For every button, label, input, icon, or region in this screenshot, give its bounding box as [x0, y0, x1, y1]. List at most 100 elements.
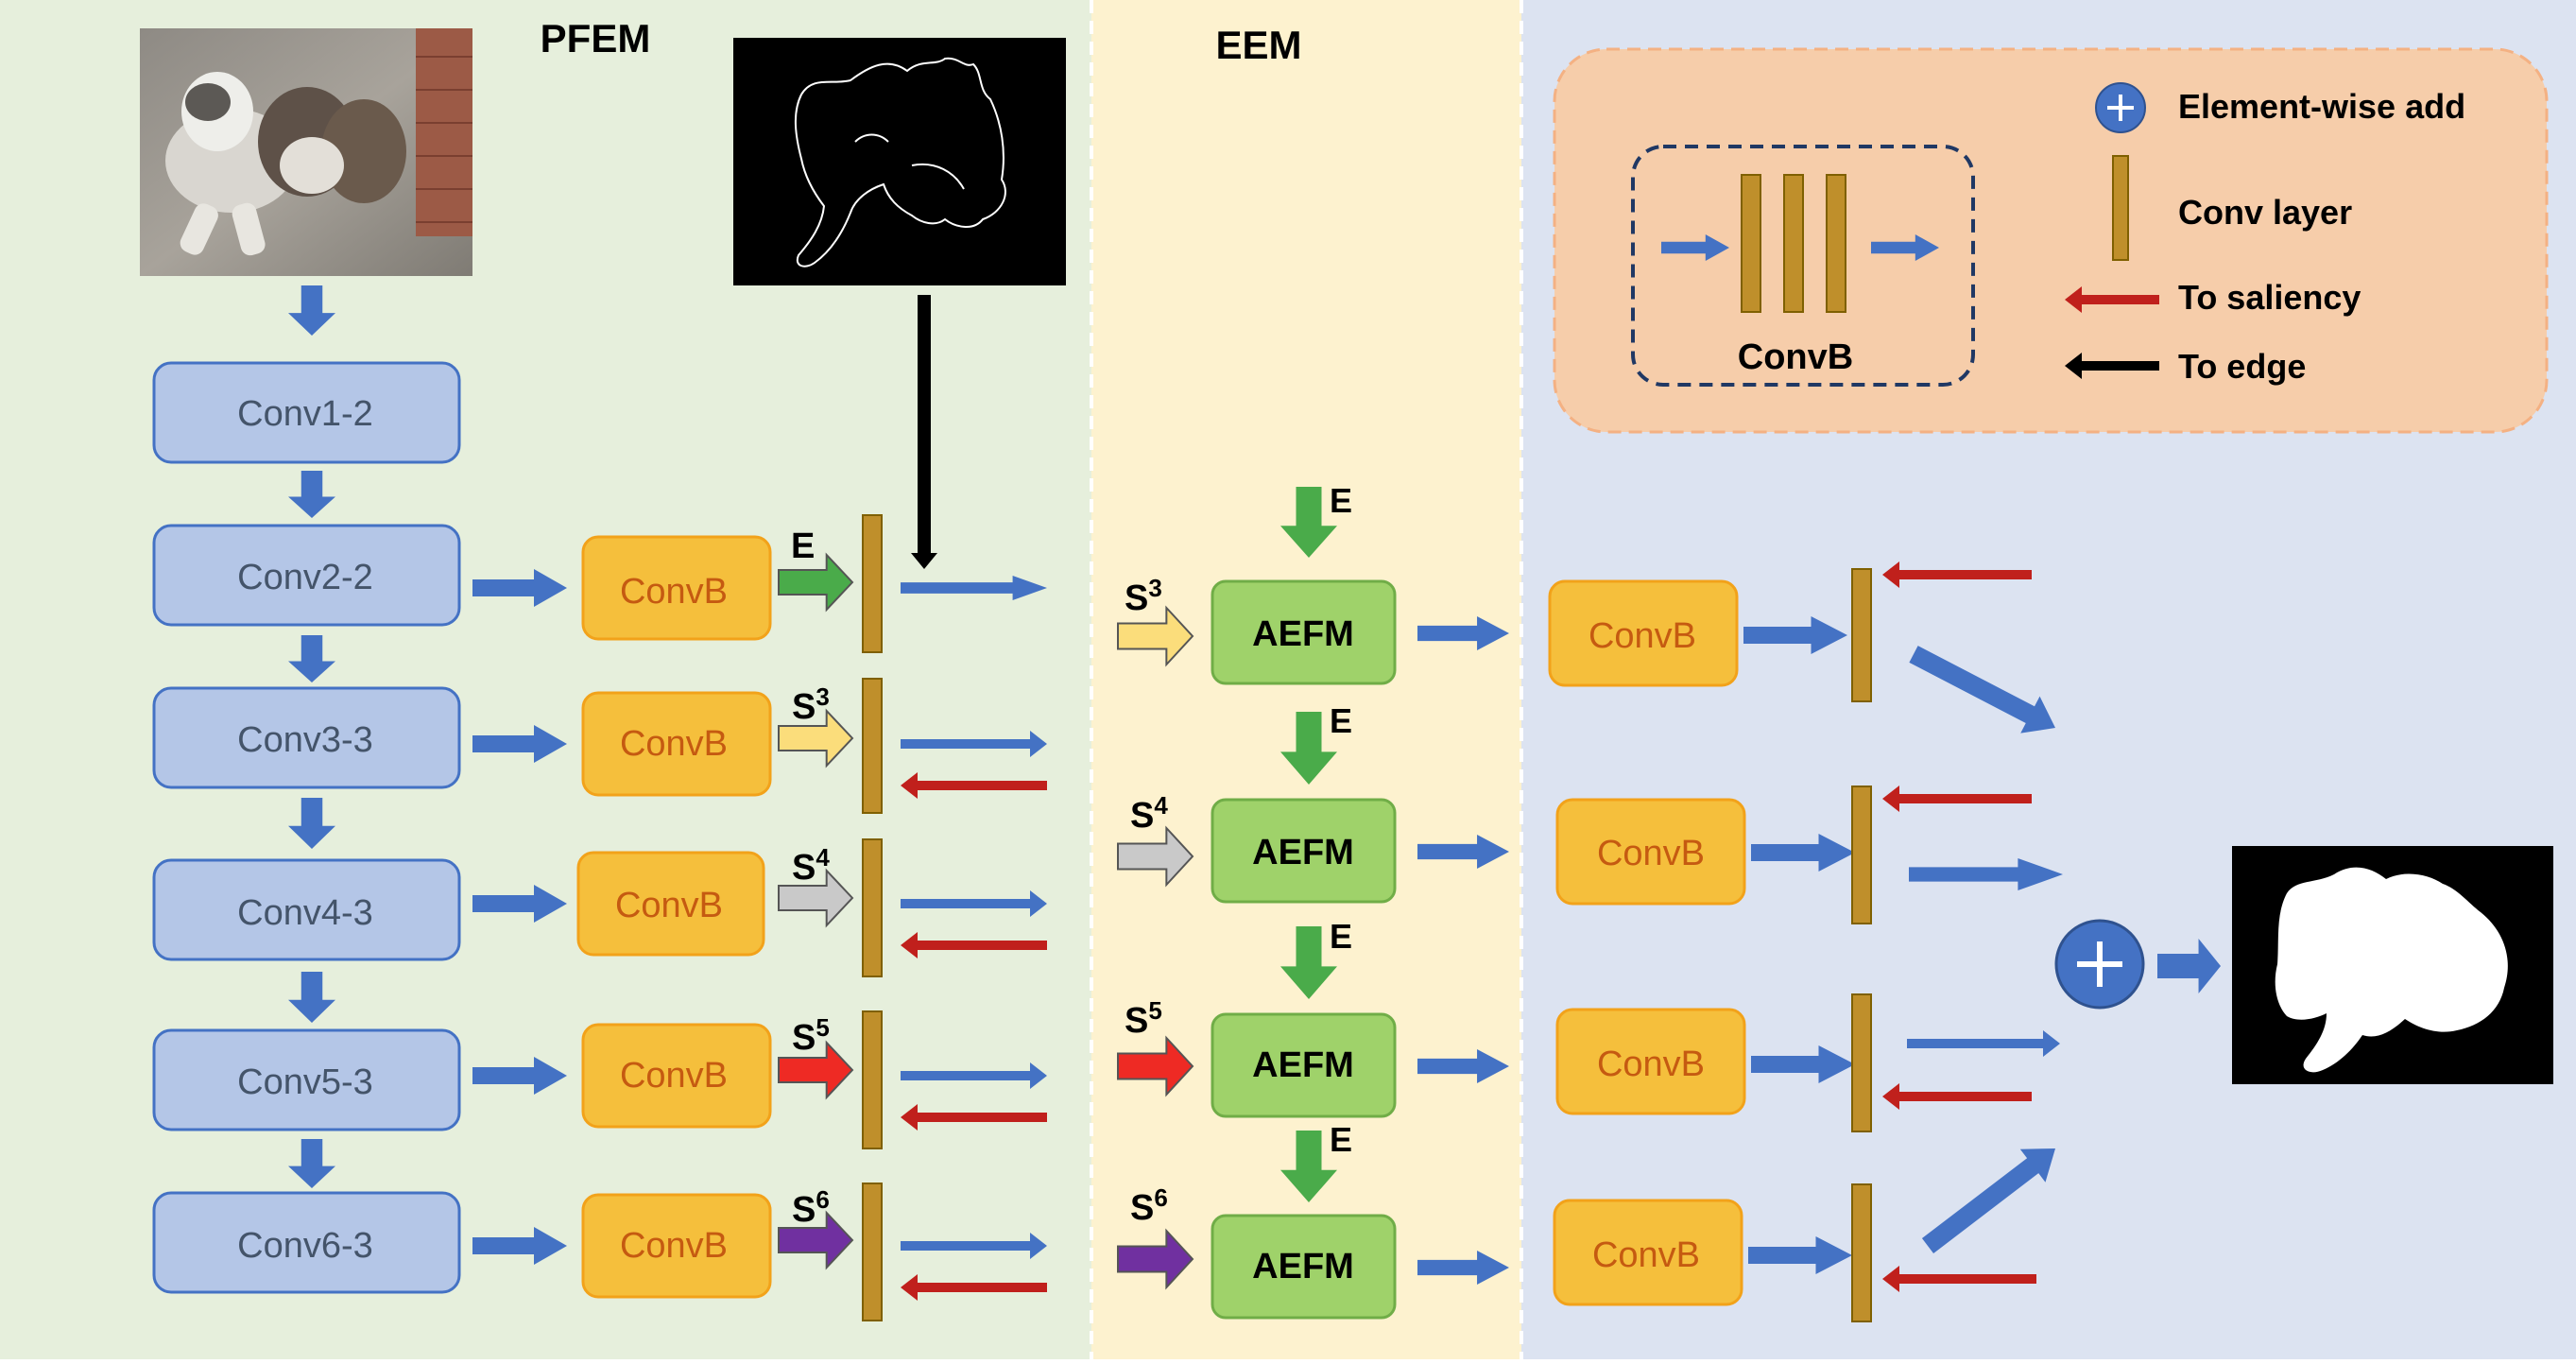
red-arrow: [1882, 786, 2032, 812]
legend-panel: [1553, 47, 2549, 434]
red-arrow: [1882, 1266, 2036, 1292]
blue-arrow: [1417, 1251, 1509, 1285]
blue-arrow: [1751, 834, 1855, 872]
s4-label: S4: [792, 843, 830, 888]
s3-label: S3: [792, 682, 830, 727]
diagonal-arrow: [1909, 646, 2056, 734]
legend-convb-caption: ConvB: [1738, 337, 1853, 377]
convb-block: [581, 535, 772, 641]
blue-arrow: [1417, 1049, 1509, 1083]
red-arrow: [901, 1104, 1047, 1131]
encoder-blocks: Conv1-2 Conv2-2 Conv3-3 Conv4-3 Conv5-3 …: [237, 394, 373, 1266]
green-down-arrow: [1280, 712, 1337, 785]
encoder-block: [152, 1028, 461, 1131]
aefm-block: [1211, 798, 1397, 904]
blue-arrow: [901, 890, 1047, 917]
encoder-block: [152, 858, 461, 961]
s4-label: S4: [1130, 791, 1168, 836]
convb-block: [576, 851, 765, 957]
convb-block: [581, 1023, 772, 1129]
green-down-arrow: [1280, 926, 1337, 999]
aefm-block: [1211, 579, 1397, 685]
encoder-block: [152, 686, 461, 789]
eem-title: EEM: [1215, 23, 1301, 67]
aefm-labels: AEFM AEFM AEFM AEFM: [1252, 614, 1354, 1286]
conv-layer-bar: [862, 678, 883, 814]
blue-arrow: [901, 576, 1047, 600]
blue-arrow: [472, 885, 567, 923]
diagonal-arrow-shape: [1909, 646, 2056, 734]
edge-map-image: [733, 38, 1066, 285]
conv-layer-bar: [1851, 786, 1872, 924]
encoder-block-label: Conv2-2: [237, 558, 373, 597]
conv-layer-bar: [862, 1010, 883, 1149]
conv-layer-bar: [862, 1183, 883, 1321]
e-label: E: [1330, 1120, 1352, 1159]
encoder-block-label: Conv5-3: [237, 1062, 373, 1102]
convb-block: [1555, 1008, 1746, 1115]
down-arrow: [288, 798, 335, 849]
encoder-block: [152, 361, 461, 464]
side-output-labels: E S3 S4 S5 S6 S3 S4 S5 S6 E E E E: [791, 481, 1352, 1230]
s6-label: S6: [1130, 1183, 1168, 1228]
encoder-block-label: Conv3-3: [237, 720, 373, 760]
conv-layer-bar: [1851, 568, 1872, 702]
e-label: E: [791, 527, 815, 566]
convb-block: [581, 1193, 772, 1299]
legend-conv-layer: [1783, 174, 1804, 313]
pfem-title: PFEM: [541, 16, 651, 60]
aefm-label: AEFM: [1252, 833, 1354, 872]
convb-label: ConvB: [620, 1056, 728, 1096]
convb-label: ConvB: [1597, 1045, 1705, 1084]
input-image: [140, 28, 472, 276]
to-edge-arrow: [911, 295, 937, 569]
blue-arrow: [472, 725, 567, 763]
conv-layer-bar: [1851, 1183, 1872, 1322]
s6-label: S6: [792, 1185, 830, 1230]
legend-convb-box: [1631, 145, 1975, 387]
convb-label: ConvB: [1597, 834, 1705, 873]
pfem-convb-labels: ConvB ConvB ConvB ConvB ConvB: [615, 572, 728, 1266]
e-label: E: [1330, 481, 1352, 520]
blue-arrow: [472, 569, 567, 607]
encoder-block-label: Conv1-2: [237, 394, 373, 434]
legend-text: ConvB Element-wise add Conv layer To sal…: [1738, 87, 2465, 386]
convb-label: ConvB: [620, 572, 728, 612]
saliency-map-image: [2232, 846, 2553, 1084]
encoder-block: [152, 524, 461, 627]
blue-arrow: [901, 731, 1047, 757]
output-convb-labels: ConvB ConvB ConvB ConvB: [1589, 616, 1705, 1275]
red-arrow: [901, 772, 1047, 799]
blue-arrow: [1751, 1045, 1855, 1083]
side-output-arrow: [778, 868, 854, 928]
legend-blue-arrow: [1871, 234, 1939, 261]
down-arrow: [288, 972, 335, 1023]
legend-blue-arrow: [1661, 234, 1729, 261]
encoder-block: [152, 1191, 461, 1294]
conv-layer-bar: [862, 838, 883, 977]
convb-label: ConvB: [620, 1226, 728, 1266]
conv-layer-bar: [1851, 993, 1872, 1132]
convb-label: ConvB: [1589, 616, 1696, 656]
blue-arrow: [901, 1062, 1047, 1089]
convb-block: [1555, 798, 1746, 906]
s3-label: S3: [1125, 574, 1162, 618]
aefm-label: AEFM: [1252, 614, 1354, 654]
red-arrow: [1882, 561, 2032, 588]
aefm-label: AEFM: [1252, 1247, 1354, 1286]
blue-arrow: [1748, 1236, 1852, 1274]
convb-block: [581, 691, 772, 797]
red-arrow: [901, 1274, 1047, 1301]
blue-arrow: [1907, 1030, 2060, 1057]
s5-label: S5: [1125, 996, 1162, 1041]
encoder-block-label: Conv6-3: [237, 1226, 373, 1266]
convb-label: ConvB: [1592, 1235, 1700, 1275]
aefm-block: [1211, 1012, 1397, 1118]
side-output-arrow: [1117, 605, 1194, 667]
down-arrow: [288, 285, 335, 336]
diagonal-arrow: [1921, 1148, 2056, 1253]
legend-label-to-edge: To edge: [2178, 347, 2306, 386]
e-label: E: [1330, 701, 1352, 740]
